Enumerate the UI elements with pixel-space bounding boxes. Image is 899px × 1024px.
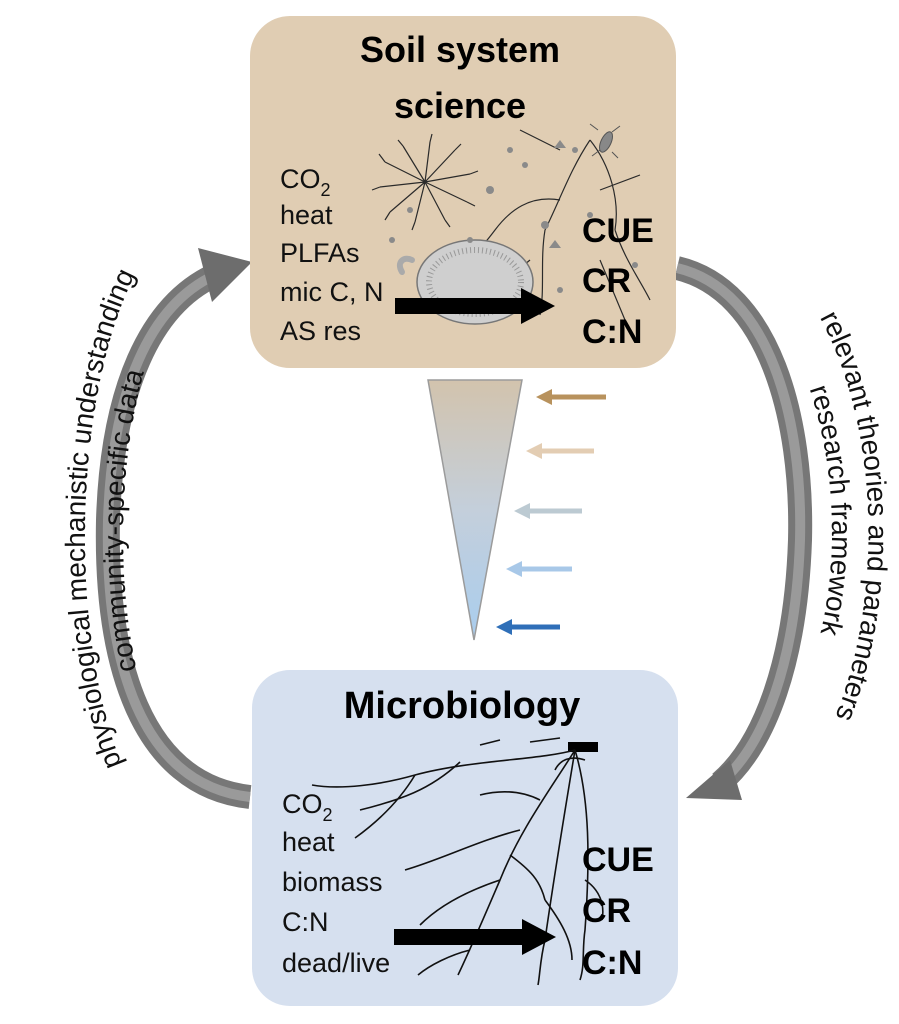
micro-input-heat: heat	[282, 827, 335, 857]
scale-arrow-4	[506, 561, 572, 577]
soil-process-arrow	[395, 288, 555, 324]
earthworm-icon	[396, 255, 415, 275]
micro-input-cn: C:N	[282, 907, 329, 937]
soil-output-list: CUE CR C:N	[582, 212, 654, 351]
micro-input-list: CO2 heat biomass C:N dead/live	[282, 789, 390, 978]
scale-arrow-5	[496, 619, 560, 635]
micro-box-background	[252, 670, 678, 1006]
scale-arrow-1	[536, 389, 606, 405]
soil-box-title-line2: science	[394, 85, 526, 126]
soil-input-mic: mic C, N	[280, 277, 384, 307]
soil-particles	[389, 140, 638, 293]
micro-output-list: CUE CR C:N	[582, 841, 654, 982]
soil-output-cue: CUE	[582, 212, 654, 250]
scale-funnel	[427, 379, 523, 641]
scale-arrow-3	[514, 503, 582, 519]
soil-hyphae-illustration	[371, 129, 651, 321]
micro-box-title: Microbiology	[344, 685, 580, 727]
soil-box-background	[250, 16, 676, 368]
micro-input-co2: CO2	[282, 789, 333, 825]
micro-input-dead: dead/live	[282, 948, 390, 978]
micro-input-biomass: biomass	[282, 867, 383, 897]
microbiology-box: Microbiology CO2 heat biomass C:N dead/l…	[252, 670, 678, 1006]
micro-process-arrow	[394, 919, 556, 955]
soil-output-cr: CR	[582, 262, 631, 300]
soil-input-heat: heat	[280, 200, 333, 230]
soil-input-plfas: PLFAs	[280, 238, 360, 268]
micro-output-cue: CUE	[582, 841, 654, 879]
right-curved-arrow	[673, 256, 813, 800]
soil-input-list: CO2 heat PLFAs mic C, N AS res	[280, 164, 384, 346]
micro-output-cr: CR	[582, 892, 631, 930]
soil-box-title-line1: Soil system	[360, 29, 560, 70]
micro-output-cn: C:N	[582, 944, 642, 982]
scale-arrows	[496, 389, 606, 635]
left-arc-label-2: community-specific data	[98, 365, 150, 675]
scale-arrow-2	[526, 443, 594, 459]
soil-system-box: Soil system science	[250, 16, 676, 368]
springtail-icon	[589, 123, 621, 159]
left-curved-arrow	[95, 248, 252, 809]
soil-input-co2: CO2	[280, 164, 331, 200]
micro-hyphae-illustration	[311, 737, 604, 986]
soil-input-as: AS res	[280, 316, 361, 346]
soil-output-cn: C:N	[582, 313, 642, 351]
